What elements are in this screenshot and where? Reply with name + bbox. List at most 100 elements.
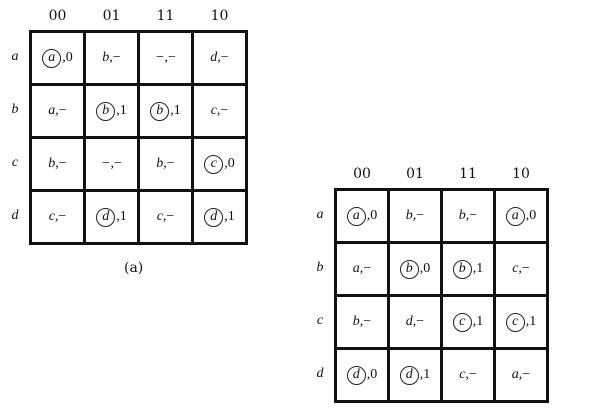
stable-state-circle: b [96, 101, 116, 121]
table-cell: c, − [496, 244, 546, 294]
next-state: c [459, 367, 466, 382]
separator: , [366, 208, 371, 223]
output-value: − [363, 261, 372, 276]
next-state: b [102, 50, 110, 65]
output-value: 1 [529, 314, 537, 329]
output-value: − [114, 156, 122, 171]
table-a-caption: (a) [124, 260, 144, 276]
separator: , [419, 367, 424, 382]
stable-state-circle: d [346, 365, 366, 385]
column-header: 00 [353, 166, 371, 182]
output-value: − [58, 103, 67, 118]
separator: , [54, 209, 59, 224]
output-value: 1 [227, 209, 235, 224]
separator: , [109, 50, 113, 65]
separator: , [518, 367, 523, 382]
table-cell: d, 1 [194, 192, 245, 242]
separator: , [472, 314, 477, 329]
separator: , [55, 103, 59, 118]
table-cell: d, 1 [86, 192, 137, 242]
separator: , [55, 156, 59, 171]
separator: , [170, 103, 174, 118]
separator: , [116, 209, 120, 224]
separator: , [465, 208, 470, 223]
output-value: − [168, 50, 176, 65]
next-state: a [511, 367, 519, 382]
output-value: 0 [370, 208, 378, 223]
table-cell: c, 0 [194, 139, 245, 189]
output-value: 1 [476, 261, 484, 276]
next-state: b [458, 208, 466, 223]
table-cell: c, − [140, 192, 191, 242]
next-state: c [156, 209, 163, 224]
row-header: a [11, 49, 19, 64]
table-cell: a, 0 [496, 191, 546, 241]
column-header: 10 [512, 166, 530, 182]
output-value: − [363, 314, 372, 329]
separator: , [472, 261, 477, 276]
next-state: b [156, 156, 164, 171]
output-value: − [468, 367, 477, 382]
separator: , [110, 156, 115, 171]
table-cell: c, 1 [443, 297, 493, 347]
output-value: − [469, 208, 478, 223]
column-header: 11 [459, 166, 477, 182]
output-value: 1 [476, 314, 484, 329]
table-cell: b, − [337, 297, 387, 347]
table-cell: c, − [194, 86, 245, 136]
table-cell: b, − [32, 139, 83, 189]
output-value: 0 [227, 156, 235, 171]
row-header: b [316, 260, 324, 275]
table-cell: b, 1 [443, 244, 493, 294]
separator: , [525, 208, 530, 223]
separator: , [116, 103, 120, 118]
table-cell: a, − [32, 86, 83, 136]
stable-state-circle: c [204, 154, 224, 174]
table-cell: d, − [194, 33, 245, 83]
separator: , [359, 314, 364, 329]
separator: , [163, 156, 167, 171]
next-state: a [352, 261, 360, 276]
output-value: 0 [370, 367, 378, 382]
output-value: 0 [529, 208, 537, 223]
stable-state-circle: d [399, 365, 419, 385]
stable-state-circle: a [42, 48, 62, 68]
stable-state-circle: c [505, 312, 525, 332]
separator: , [525, 314, 530, 329]
separator: , [518, 261, 522, 276]
next-state: − [155, 50, 165, 65]
row-header: d [316, 366, 324, 381]
table-cell: c, 1 [496, 297, 546, 347]
row-header: d [11, 208, 19, 223]
separator: , [224, 156, 228, 171]
table-cell: b, 1 [140, 86, 191, 136]
column-header: 01 [406, 166, 424, 182]
output-value: − [166, 209, 175, 224]
output-value: − [521, 261, 530, 276]
output-value: − [522, 367, 531, 382]
output-value: − [166, 156, 175, 171]
table-cell: b, − [443, 191, 493, 241]
next-state: b [405, 208, 413, 223]
stable-state-circle: d [96, 207, 116, 227]
separator: , [412, 314, 417, 329]
table-cell: b, − [390, 191, 440, 241]
table-cell: c, − [32, 192, 83, 242]
separator: , [419, 261, 424, 276]
row-header: c [11, 155, 19, 170]
table-cell: a, − [496, 350, 546, 400]
table-cell: −, − [140, 33, 191, 83]
column-header: 10 [210, 8, 229, 24]
output-value: 1 [119, 209, 127, 224]
stable-state-circle: d [204, 207, 224, 227]
column-header: 00 [48, 8, 67, 24]
output-value: 0 [65, 50, 73, 65]
stable-state-circle: b [150, 101, 170, 121]
column-header: 01 [102, 8, 121, 24]
separator: , [465, 367, 469, 382]
separator: , [162, 209, 167, 224]
next-state: b [48, 156, 56, 171]
stable-state-circle: b [399, 259, 419, 279]
table-cell: d, 0 [337, 350, 387, 400]
stable-state-circle: a [346, 206, 366, 226]
